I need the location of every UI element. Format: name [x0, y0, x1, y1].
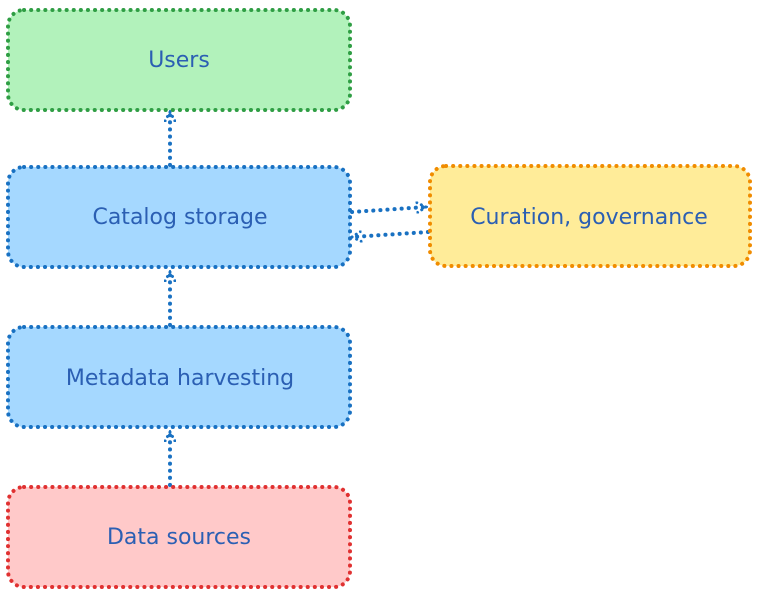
node-data-sources-label: Data sources [107, 525, 251, 550]
node-data-sources-border [6, 485, 352, 589]
node-metadata-harvesting-box [8, 327, 350, 427]
node-users-border [6, 8, 352, 112]
edge-storage-to-curation [350, 207, 426, 212]
node-catalog-storage: Catalog storage [6, 165, 352, 269]
node-data-sources-box [8, 487, 350, 587]
node-users: Users [6, 8, 352, 112]
node-catalog-storage-border [6, 165, 352, 269]
node-curation-governance-box [430, 166, 750, 266]
node-curation-governance-border [428, 164, 752, 268]
node-catalog-storage-box [8, 167, 350, 267]
node-catalog-storage-label: Catalog storage [92, 205, 267, 230]
node-users-label: Users [148, 48, 210, 73]
node-curation-governance: Curation, governance [428, 164, 752, 268]
node-metadata-harvesting-border [6, 325, 352, 429]
edge-curation-to-storage [352, 232, 430, 237]
node-data-sources: Data sources [6, 485, 352, 589]
node-metadata-harvesting: Metadata harvesting [6, 325, 352, 429]
node-curation-governance-label: Curation, governance [470, 205, 708, 230]
edges [170, 112, 430, 487]
node-metadata-harvesting-label: Metadata harvesting [66, 366, 294, 391]
node-users-box [8, 10, 350, 110]
